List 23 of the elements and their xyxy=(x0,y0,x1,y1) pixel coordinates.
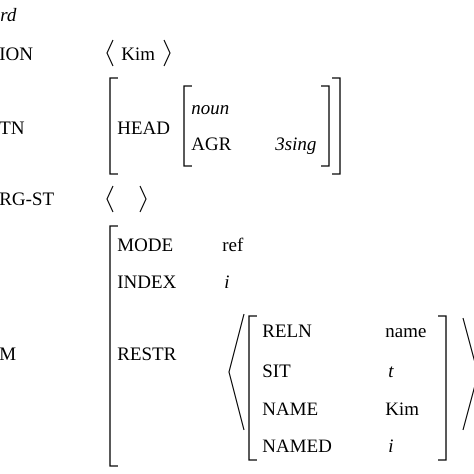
label-text: i xyxy=(389,439,393,452)
label-text: RELN xyxy=(262,324,312,337)
label-text: ref xyxy=(222,238,244,252)
label-text: ION xyxy=(0,47,33,60)
label-text: INDEX xyxy=(118,276,176,288)
label-text: Kim xyxy=(122,47,155,60)
label-text: TN xyxy=(0,122,24,134)
label-text: AGR xyxy=(191,137,232,150)
label-text: Kim xyxy=(386,402,419,415)
label-text: SIT xyxy=(263,364,290,378)
label-text: 3sing xyxy=(275,137,316,154)
label-text: HEAD xyxy=(118,121,170,134)
label-text: RESTR xyxy=(118,347,176,360)
label-text: RG-ST xyxy=(0,192,54,206)
label-text: i xyxy=(225,275,229,288)
label-text: NAMED xyxy=(262,439,332,452)
label-text: NAME xyxy=(262,402,318,415)
label-text: MODE xyxy=(118,238,172,252)
label-text: t xyxy=(389,366,394,378)
label-text: name xyxy=(386,328,426,338)
label-text: rd xyxy=(0,8,16,22)
label-text: M xyxy=(0,348,16,360)
label-text: noun xyxy=(192,105,228,114)
